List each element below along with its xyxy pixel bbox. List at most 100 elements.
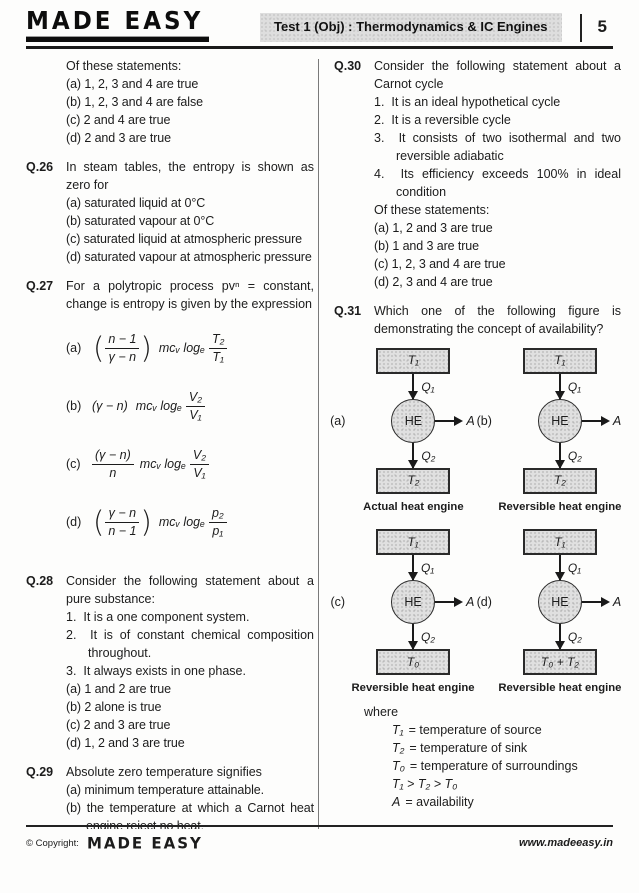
header-rule [26, 46, 613, 49]
figure-letter: (b) [476, 413, 492, 428]
statement-item: 2. It is a reversible cycle [374, 113, 511, 127]
availability-label: A [466, 414, 475, 428]
arrow-line [581, 420, 601, 422]
question-text: Absolute zero temperature signifies [66, 765, 262, 779]
arrow-head [600, 597, 610, 608]
source-reservoir-box: T₁ [376, 529, 451, 556]
made-easy-logo: MADE EASY [26, 9, 210, 42]
heat-engine-figure: T₁ Q₁ HE A Q₂ T₂ Actual heat engine [354, 348, 475, 515]
he-circle: HE [537, 580, 582, 625]
option: (d) saturated vapour at atmospheric pres… [66, 250, 312, 264]
work-output-arrow-icon: A [435, 593, 474, 611]
formula-middle: mcᵥ logₑ [135, 399, 182, 413]
question-body: Consider the following statement about a… [374, 57, 621, 291]
question-body: Consider the following statement about a… [66, 572, 314, 752]
figure-letter: (d) [476, 594, 492, 609]
he-circle: HE [391, 580, 436, 625]
option-letter: (d) [66, 515, 82, 529]
statement-item: 1. It is a one component system. [66, 610, 250, 624]
option: (b) saturated vapour at 0°C [66, 214, 215, 228]
option: (b) 1, 2, 3 and 4 are false [66, 95, 203, 109]
heat-in-arrow-icon: Q₁ [412, 555, 434, 581]
formula-middle: mcᵥ logₑ [158, 341, 205, 355]
option: (c) saturated liquid at atmospheric pres… [66, 232, 302, 246]
header-right: Test 1 (Obj) : Thermodynamics & IC Engin… [260, 13, 613, 42]
work-output-arrow-icon: A [581, 412, 621, 430]
option: (a) 1, 2 and 3 are true [374, 221, 493, 235]
arrow-line [581, 601, 601, 604]
option: (a) minimum temperature attainable. [66, 783, 264, 797]
heat-out-arrow-icon: Q₂ [558, 443, 582, 468]
legend-line: T₁= temperature of source [392, 722, 542, 737]
where-heading: where [364, 704, 399, 719]
website-url: www.madeeasy.in [519, 837, 613, 850]
question-number: Q.28 [26, 574, 54, 588]
arrow-line [435, 601, 455, 604]
footer-row: © Copyright: MADE EASY www.madeeasy.in [0, 833, 639, 855]
question-30: Q.30 Consider the following statement ab… [334, 57, 621, 291]
he-circle: HE [537, 399, 582, 443]
footer-rule [26, 825, 613, 828]
test-title-badge: Test 1 (Obj) : Thermodynamics & IC Engin… [260, 13, 562, 42]
question-text: Which one of the following figure is dem… [374, 304, 621, 336]
option: (a) 1, 2, 3 and 4 are true [66, 77, 199, 91]
left-column: Of these statements: (a) 1, 2, 3 and 4 a… [26, 57, 314, 829]
question-text: For a polytropic process pvⁿ = constant,… [66, 279, 314, 311]
statement-item: 4. Its efficiency exceeds 100% in ideal … [374, 167, 621, 199]
sink-reservoir-box: T₀ [376, 649, 451, 676]
option: (a) saturated liquid at 0°C [66, 196, 206, 210]
work-output-arrow-icon: A [581, 593, 622, 611]
question-text: Consider the following statement about a… [66, 574, 314, 606]
question-body: In steam tables, the entropy is shown as… [66, 158, 314, 266]
heat-engine-figure: T₁ Q₁ HE A Q₂ T₀ + T₂ Reversible heat en… [498, 529, 621, 696]
heat-engine-node: HE A [537, 580, 621, 625]
question-number: Q.27 [26, 279, 54, 293]
question-number: Q.30 [334, 59, 362, 73]
work-output-arrow-icon: A [435, 412, 475, 430]
right-paren: ) [140, 504, 152, 539]
statement-item: 3. It always exists in one phase. [66, 664, 246, 678]
heat-engine-node: HE A [391, 580, 474, 625]
question-text: In steam tables, the entropy is shown as… [66, 160, 314, 192]
availability-label: A [466, 595, 475, 610]
two-column-body: Of these statements: (a) 1, 2, 3 and 4 a… [0, 49, 639, 829]
question-31: Q.31 Which one of the following figure i… [334, 302, 621, 338]
option-letter: (b) [66, 399, 82, 413]
option: (c) 2 and 3 are true [66, 718, 171, 732]
figure-letter: (a) [330, 413, 346, 428]
heat-in-arrow-icon: Q₁ [412, 374, 435, 399]
of-these-statements: Of these statements: [66, 59, 182, 73]
copyright-label: © Copyright: [26, 838, 79, 850]
question-28: Q.28 Consider the following statement ab… [26, 572, 314, 752]
left-paren: ( [93, 330, 105, 365]
option: (a) 1 and 2 are true [66, 682, 172, 696]
sink-reservoir-box: T₂ [522, 468, 597, 494]
sink-reservoir-box: T₂ [376, 468, 451, 494]
header-divider-bar [579, 13, 582, 42]
statement-item: 1. It is an ideal hypothetical cycle [374, 95, 561, 109]
option: (c) 2 and 4 are true [66, 113, 171, 127]
option: (c) 1, 2, 3 and 4 are true [374, 257, 506, 271]
page-header: MADE EASY Test 1 (Obj) : Thermodynamics … [0, 0, 639, 42]
arrow-head [600, 416, 610, 426]
question-26: Q.26 In steam tables, the entropy is sho… [26, 158, 314, 266]
source-reservoir-box: T₁ [522, 529, 597, 556]
heat-engine-node: HE A [391, 399, 475, 443]
question-number: Q.31 [334, 304, 362, 318]
heat-out-arrow-icon: Q₂ [558, 624, 582, 650]
legend-line: A= availability [392, 794, 474, 809]
statement-item: 3. It consists of two isothermal and two… [374, 131, 621, 163]
figure-caption: Reversible heat engine [351, 682, 475, 695]
heat-out-arrow-icon: Q₂ [412, 624, 435, 650]
formula-lead: (γ − n) [92, 399, 128, 413]
availability-label: A [612, 595, 622, 610]
legend-line: T₁ > T₂ > T₀ [392, 776, 458, 791]
of-these-statements: Of these statements: [374, 203, 490, 217]
legend-line: T₂= temperature of sink [392, 740, 528, 755]
